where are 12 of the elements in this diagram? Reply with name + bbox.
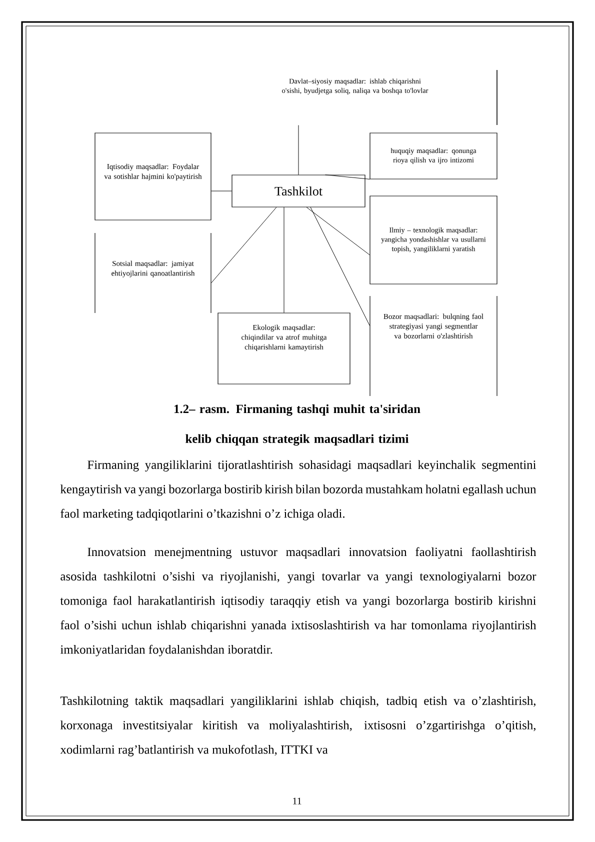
connector-line	[298, 124, 299, 176]
connector-line	[210, 206, 277, 284]
connector-line	[310, 206, 370, 326]
connector-line	[306, 206, 370, 256]
figure-caption: 1.2– rasm. Firmaning tashqi muhit ta'siridan kelib chiqqan strategik maqsadlari tizimi	[174, 404, 420, 446]
connector-line	[324, 174, 370, 180]
connector-line	[210, 190, 232, 192]
body-paragraph: Firmaning yangiliklarini tijoratlashtirish sohasidagi maqsadlari keyinchalik segmentini kengaytirish va yangi bozorlarga bostirib kirish bilan bozorda mustahkam holatni egallash uchun faol marketing tadqiqotlarini o’tkazishni o’z ichiga oladi.	[60, 460, 536, 520]
body-paragraph: Innovatsion menejmentning ustuvor maqsadlari innovatsion faoliyatni faollashtirish asosida tashkilotni o’sishi va riyojlanishi, yangi tovarlar va yangi texnologiyalarni bozor tomoniga faol harakatlantirish iqtisodiy taraqqiy etish va yangi bozorlarga bostirib kirishni faol o’sishi uchun ishlab chiqarishni yanada ixtisoslashtirish va har tomonlama riyojlantirish imkoniyatlaridan foydalanishdan iboratdir.	[60, 547, 536, 656]
organization-box: Tashkilot	[232, 174, 366, 208]
page-number: 11	[293, 798, 302, 804]
body-paragraph: Tashkilotning taktik maqsadlari yangiliklarini ishlab chiqish, tadbiq etish va o’zlashtirish, korxonaga investitsiyalar kiritish va moliyalashtirish, ixtisosni o’zgartirishga o’qitish, xodimlarni rag’batlantirish va mukofotlash, ITTKI va	[60, 696, 536, 756]
